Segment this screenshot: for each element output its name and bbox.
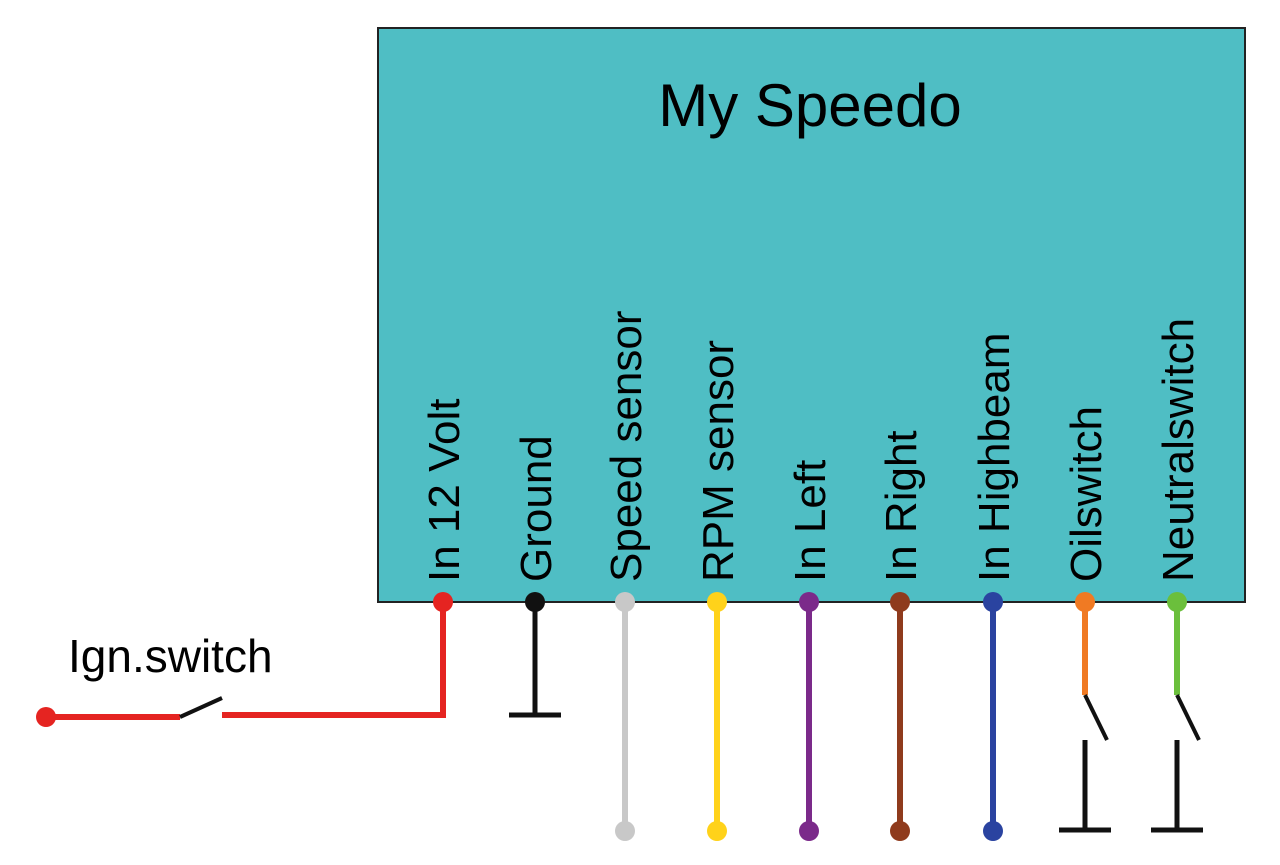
pin-rpm-sensor: RPM sensor <box>694 340 743 841</box>
wire-end-dot <box>983 821 1003 841</box>
pin-label: In Highbeam <box>970 333 1019 582</box>
pin-label: In Right <box>877 430 926 582</box>
wire <box>222 602 446 718</box>
pin-connector-dot <box>890 592 910 612</box>
wire-end-dot <box>707 821 727 841</box>
pin-connector-dot <box>983 592 1003 612</box>
pin-in-left: In Left <box>786 460 835 841</box>
pin-label: Ground <box>512 435 561 582</box>
pin-ground: Ground <box>509 435 561 718</box>
pin-connector-dot <box>1075 592 1095 612</box>
pin-in-highbeam: In Highbeam <box>970 333 1019 841</box>
speedo-box <box>377 27 1246 603</box>
wire-end-dot <box>615 821 635 841</box>
pin-label: In Left <box>786 460 835 582</box>
pin-connector-dot <box>615 592 635 612</box>
battery-terminal-dot <box>36 707 56 727</box>
ignition-circuit: Ign.switch <box>36 602 446 727</box>
pin-speed-sensor: Speed sensor <box>602 310 651 841</box>
pin-connector-dot <box>799 592 819 612</box>
pin-label: RPM sensor <box>694 340 743 582</box>
pin-connector-dot <box>525 592 545 612</box>
switch-lever <box>1175 694 1201 741</box>
pin-label: Oilswitch <box>1062 406 1111 582</box>
pin-connector-dot <box>1167 592 1187 612</box>
pin-label: Neutralswitch <box>1154 318 1203 582</box>
pin-neutralswitch: Neutralswitch <box>1151 318 1203 833</box>
ignition-switch-label: Ign.switch <box>68 630 273 682</box>
pin-in-right: In Right <box>877 430 926 841</box>
ignition-switch-lever <box>179 696 223 719</box>
pin-oilswitch: Oilswitch <box>1059 406 1111 833</box>
pin-in-12-volt: In 12 Volt <box>420 399 469 612</box>
switch-lever <box>1083 694 1109 741</box>
wire-end-dot <box>890 821 910 841</box>
pin-group: In 12 Volt Ground Speed sensor RPM sensor In… <box>420 310 1203 841</box>
pin-connector-dot <box>707 592 727 612</box>
wire-end-dot <box>799 821 819 841</box>
pin-label: Speed sensor <box>602 310 651 582</box>
pin-label: In 12 Volt <box>420 399 469 582</box>
speedo-title: My Speedo <box>658 72 962 139</box>
